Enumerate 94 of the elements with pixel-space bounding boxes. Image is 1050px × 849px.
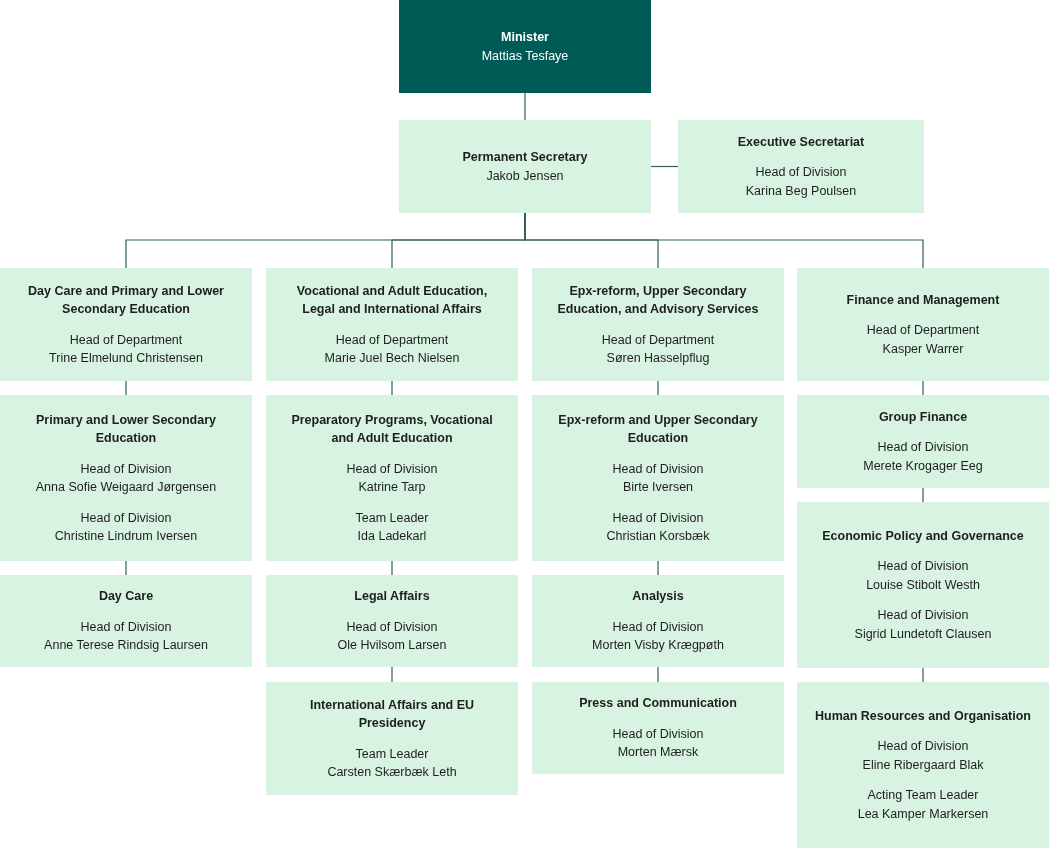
unit-box [797,502,1049,668]
person-name: Eline Ribergaard Blak [862,756,984,774]
role-title: Head of Department [866,322,980,340]
person-name: Lea Kamper Markersen [857,805,989,823]
person-name: Birte Iversen [622,479,694,496]
unit-title: Day Care and Primary and Lower Secondary Education [27,282,225,318]
person-name: Ole Hvilsom Larsen [337,637,447,655]
unit-title: Epx-reform, Upper Secondary Education, and Advisory Services [556,282,760,318]
role-title: Head of Division [877,439,969,457]
unit-box [797,268,1049,381]
role-title: Head of Division [346,618,438,636]
connector-line [657,380,659,396]
unit-title: Press and Communication [579,695,737,713]
person-name: Louise Stibolt Westh [866,576,980,594]
unit-box [532,268,784,381]
unit-box [797,395,1049,488]
unit-title: Vocational and Adult Education, Legal and International Affairs [295,282,489,318]
person-name: Karina Beg Poulsen [745,182,857,200]
unit-box [0,268,252,381]
connector-line [391,560,393,576]
unit-title: Finance and Management [846,291,1000,309]
person-name: Katrine Tarp [358,479,426,496]
role-title: Head of Department [69,331,183,349]
unit-box [266,268,518,381]
role-title: Head of Division [80,460,172,478]
person-name: Anna Sofie Weigaard Jørgensen [35,479,217,496]
role-title: Head of Division [755,164,847,182]
role-title: Head of Department [601,331,715,349]
unit-box [399,120,651,213]
role-title: Head of Division [612,725,704,743]
connector-line [391,380,393,396]
unit-title: Minister [501,29,549,46]
unit-box [797,682,1049,848]
role-title: Head of Division [877,558,969,576]
role-title: Head of Department [335,331,449,349]
unit-title: Executive Secretariat [737,133,865,151]
person-name: Christine Lindrum Iversen [54,528,198,545]
unit-box [532,395,784,561]
connector-line [650,165,679,168]
unit-box [266,682,518,795]
connector-line [125,560,127,576]
connector-line [922,380,924,396]
unit-title: International Affairs and EU Presidency [308,696,476,732]
unit-title: Human Resources and Organisation [815,707,1031,725]
person-name: Morten Mærsk [617,744,699,762]
role-title: Head of Division [612,460,704,478]
person-name: Morten Visby Krægpøth [592,637,724,655]
connector-line [125,380,127,396]
connector-line [657,560,659,576]
unit-box [532,682,784,774]
unit-title: Day Care [98,588,154,606]
unit-box [266,575,518,667]
person-name: Marie Juel Bech Nielsen [324,350,460,367]
connector-line [657,666,659,683]
person-name: Kasper Warrer [882,340,964,358]
role-title: Head of Division [80,618,172,636]
role-title: Head of Division [612,509,704,527]
unit-box [266,395,518,561]
unit-title: Permanent Secretary [462,149,588,166]
person-name: Anne Terese Rindsig Laursen [44,637,208,655]
role-title: Head of Division [80,509,172,527]
person-name: Ida Ladekarl [357,528,427,545]
unit-title: Preparatory Programs, Vocational and Adult Education [290,411,494,447]
connector-line [524,92,526,121]
person-name: Carsten Skærbæk Leth [327,764,457,781]
person-name: Søren Hasselpflug [606,350,710,367]
person-name: Trine Elmelund Christensen [49,350,203,367]
unit-box [0,395,252,561]
unit-title: Analysis [632,588,684,606]
unit-title: Economic Policy and Governance [822,527,1024,545]
unit-title: Legal Affairs [354,588,430,606]
person-name: Jakob Jensen [486,167,564,185]
connector-line [922,487,924,503]
unit-title: Primary and Lower Secondary Education [35,411,217,447]
person-name: Merete Krogager Eeg [863,457,983,475]
unit-title: Group Finance [878,408,968,426]
connector-line [524,212,924,269]
head-box [399,0,651,93]
role-title: Head of Division [346,460,438,478]
person-name: Christian Korsbæk [606,528,710,545]
role-title: Team Leader [355,509,429,527]
connector-line [922,667,924,683]
unit-title: Epx-reform and Upper Secondary Education [557,411,759,447]
role-title: Acting Team Leader [867,787,979,805]
unit-box [678,120,924,213]
unit-box [0,575,252,667]
role-title: Head of Division [612,618,704,636]
person-name: Mattias Tesfaye [481,47,569,65]
role-title: Head of Division [877,738,969,756]
role-title: Head of Division [877,607,969,625]
person-name: Sigrid Lundetoft Clausen [854,625,992,643]
connector-line [391,666,393,683]
role-title: Team Leader [355,745,429,763]
unit-box [532,575,784,667]
